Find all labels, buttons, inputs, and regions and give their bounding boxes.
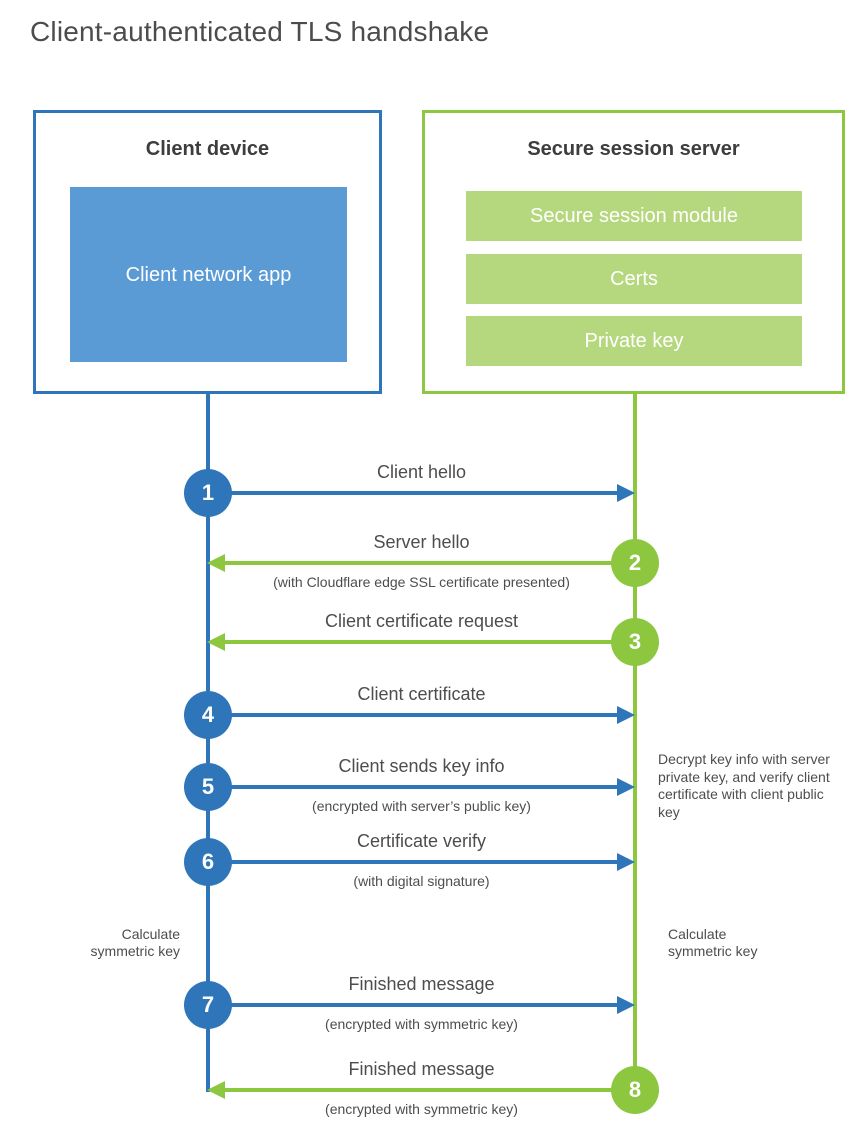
step-6-circle: 6 (184, 838, 232, 886)
decrypt-key-info-note: Decrypt key info with server private key… (658, 751, 830, 820)
page-title: Client-authenticated TLS handshake (30, 16, 490, 47)
server-module-secure-session: Secure session module (466, 191, 802, 241)
server-lifeline (633, 392, 637, 1090)
step-3-arrow (225, 640, 612, 644)
step-5-label: Client sends key info (338, 756, 505, 776)
step-7-label: Finished message (348, 974, 495, 994)
step-1-label: Client hello (376, 462, 467, 482)
arrowhead-right-icon (617, 853, 635, 871)
client-device-title: Client device (145, 138, 270, 160)
server-module-certs: Certs (466, 254, 802, 304)
step-8-sublabel: (encrypted with symmetric key) (325, 1101, 518, 1117)
step-5-circle: 5 (184, 763, 232, 811)
step-5-arrow (230, 785, 618, 789)
client-network-app-box: Client network app (70, 187, 347, 362)
step-7-arrow (230, 1003, 618, 1007)
calculate-symmetric-key-server-note: Calculate symmetric key (668, 926, 758, 959)
step-4-circle: 4 (184, 691, 232, 739)
step-6-arrow (230, 860, 618, 864)
step-1-circle: 1 (184, 469, 232, 517)
step-2-arrow (225, 561, 612, 565)
arrowhead-right-icon (617, 996, 635, 1014)
step-8-label: Finished message (348, 1059, 495, 1079)
step-3-label: Client certificate request (324, 611, 519, 631)
step-1-arrow (230, 491, 618, 495)
arrowhead-left-icon (207, 554, 225, 572)
arrowhead-right-icon (617, 484, 635, 502)
server-module-private-key: Private key (466, 316, 802, 366)
client-lifeline (206, 392, 210, 1092)
step-7-sublabel: (encrypted with symmetric key) (325, 1016, 518, 1032)
step-2-circle: 2 (611, 539, 659, 587)
secure-session-server-title: Secure session server (527, 138, 740, 160)
arrowhead-right-icon (617, 778, 635, 796)
secure-session-server-box: Secure session server Secure session mod… (422, 110, 845, 394)
arrowhead-left-icon (207, 1081, 225, 1099)
step-2-label: Server hello (373, 532, 470, 552)
step-8-circle: 8 (611, 1066, 659, 1114)
arrowhead-left-icon (207, 633, 225, 651)
step-4-arrow (230, 713, 618, 717)
client-network-app-label: Client network app (125, 263, 292, 286)
arrowhead-right-icon (617, 706, 635, 724)
step-8-arrow (225, 1088, 612, 1092)
client-device-box: Client device Client network app (33, 110, 382, 394)
step-3-circle: 3 (611, 618, 659, 666)
step-6-sublabel: (with digital signature) (353, 873, 490, 889)
step-6-label: Certificate verify (356, 831, 487, 851)
step-2-sublabel: (with Cloudflare edge SSL certificate pr… (273, 574, 570, 590)
calculate-symmetric-key-client-note: Calculate symmetric key (90, 926, 180, 959)
step-7-circle: 7 (184, 981, 232, 1029)
step-4-label: Client certificate (357, 684, 486, 704)
step-5-sublabel: (encrypted with server’s public key) (312, 798, 531, 814)
